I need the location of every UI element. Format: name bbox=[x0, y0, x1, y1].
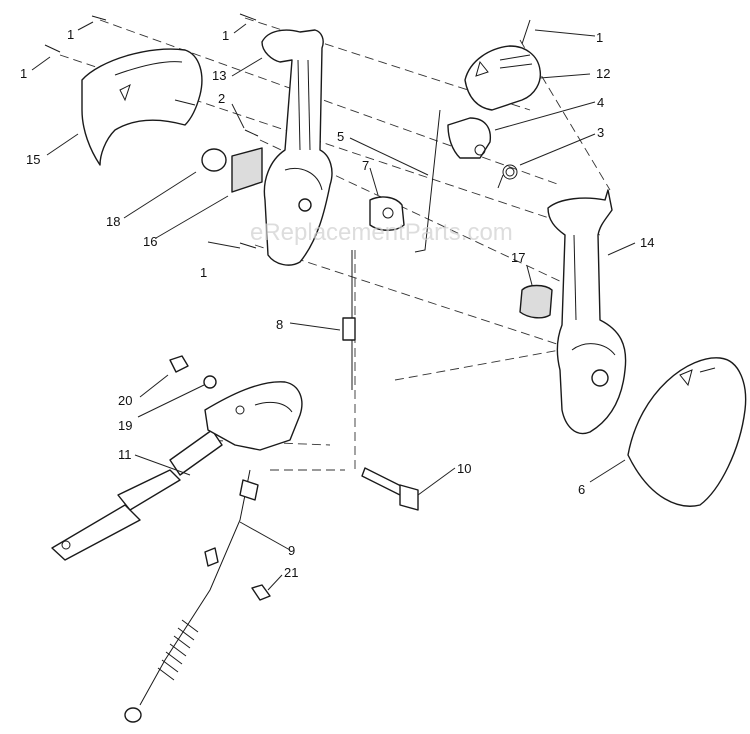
callout-1: 1 bbox=[20, 66, 27, 81]
part-20-nut bbox=[169, 355, 189, 373]
callout-7: 7 bbox=[362, 158, 369, 173]
part-18-washer bbox=[201, 148, 227, 172]
callout-2: 2 bbox=[218, 91, 225, 106]
callout-1: 1 bbox=[222, 28, 229, 43]
callout-1: 1 bbox=[200, 265, 207, 280]
callout-9: 9 bbox=[288, 543, 295, 558]
part-9-cable bbox=[124, 469, 259, 723]
callout-21: 21 bbox=[284, 565, 298, 580]
part-13-left-bracket bbox=[261, 29, 333, 266]
callout-1: 1 bbox=[596, 30, 603, 45]
callout-3: 3 bbox=[597, 125, 604, 140]
callout-labels: 1 1 1 1 1 2 3 4 5 6 7 8 9 10 11 12 13 14… bbox=[20, 27, 654, 580]
leader-lines bbox=[31, 21, 636, 591]
callout-17: 17 bbox=[511, 250, 525, 265]
callout-20: 20 bbox=[118, 393, 132, 408]
callout-18: 18 bbox=[106, 214, 120, 229]
part-14-right-column bbox=[547, 189, 627, 435]
callout-8: 8 bbox=[276, 317, 283, 332]
callout-13: 13 bbox=[212, 68, 226, 83]
callout-5: 5 bbox=[337, 129, 344, 144]
callout-1: 1 bbox=[67, 27, 74, 42]
callout-12: 12 bbox=[596, 66, 610, 81]
part-10-bolt bbox=[361, 467, 419, 511]
part-4-lever bbox=[447, 117, 492, 159]
part-3-spring bbox=[497, 164, 518, 189]
part-5-rod bbox=[414, 109, 441, 253]
part-17-bushing bbox=[519, 284, 553, 319]
callout-10: 10 bbox=[457, 461, 471, 476]
part-12-knob bbox=[464, 45, 542, 111]
part-15-left-shroud bbox=[81, 48, 203, 166]
part-21-bolt bbox=[251, 584, 271, 601]
part-16-pad bbox=[231, 147, 263, 193]
callout-15: 15 bbox=[26, 152, 40, 167]
callout-6: 6 bbox=[578, 482, 585, 497]
part-19-washer bbox=[203, 375, 217, 389]
callout-16: 16 bbox=[143, 234, 157, 249]
callout-14: 14 bbox=[640, 235, 654, 250]
part-8-rod bbox=[342, 250, 356, 390]
callout-4: 4 bbox=[597, 95, 604, 110]
watermark-text: eReplacementParts.com bbox=[250, 219, 513, 246]
part-6-right-cover bbox=[627, 357, 747, 507]
screw-icon bbox=[44, 13, 531, 249]
callout-19: 19 bbox=[118, 418, 132, 433]
callout-11: 11 bbox=[118, 447, 132, 462]
part-11-lever-arm bbox=[51, 381, 303, 561]
part-7-linkage bbox=[369, 196, 405, 231]
